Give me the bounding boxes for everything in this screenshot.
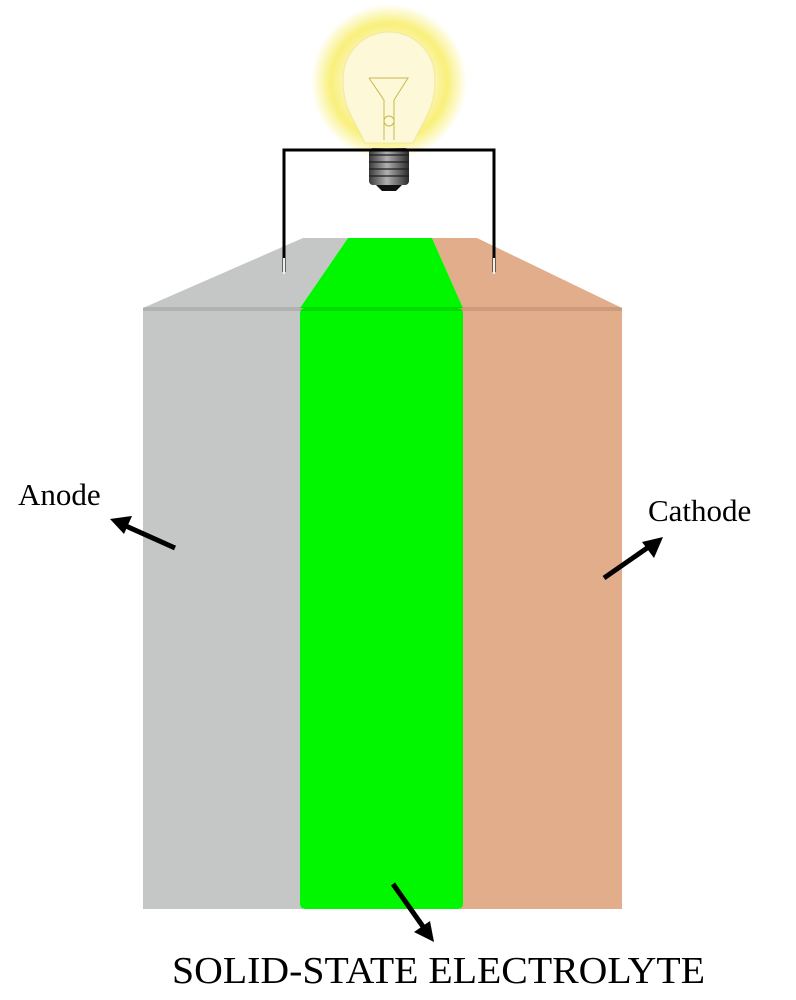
- circuit-wire: [282, 148, 496, 272]
- electrolyte-arrow: [390, 882, 434, 942]
- anode: [143, 308, 303, 909]
- anode-top: [143, 238, 348, 308]
- electrolyte-label: SOLID-STATE ELECTROLYTE: [172, 950, 705, 992]
- anode-arrow: [110, 516, 177, 551]
- anode-label: Anode: [18, 477, 101, 512]
- electrolyte-top: [300, 238, 463, 308]
- cathode-arrow: [602, 537, 663, 581]
- cathode-top: [432, 238, 622, 308]
- cathode-label: Cathode: [648, 493, 751, 528]
- light-bulb-icon: [311, 4, 467, 191]
- solid-state-electrolyte: [300, 308, 463, 909]
- cathode: [460, 308, 622, 909]
